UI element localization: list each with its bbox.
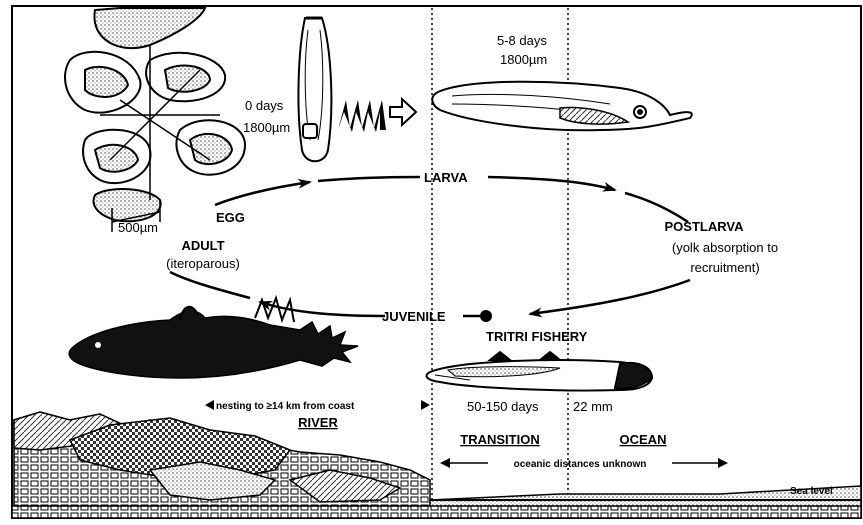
hatchling-illustration [298,18,331,161]
adult-fish-illustration [69,298,358,378]
oceanic-distance-label: oceanic distances unknown [514,459,647,470]
egg-to-larva-arrow [215,182,310,205]
juvenile-size-label: 22 mm [573,399,613,414]
larva-label: LARVA [424,170,468,185]
ocean-label: OCEAN [620,432,667,447]
larva-age-label: 5-8 days [497,33,547,48]
postlarva-note-line-2: recruitment) [690,260,759,275]
fishery-label: TRITRI FISHERY [486,329,588,344]
egg-label: EGG [216,210,245,225]
larva-illustration [432,82,692,131]
larva-to-postlarva-arrow [488,177,615,190]
hatch-size-label: 1800µm [243,120,290,135]
postlarva-to-juvenile-arrow [530,280,690,314]
egg-cluster-illustration [65,8,245,221]
postlarva-label: POSTLARVA [665,219,745,234]
larva-size-label: 1800µm [500,52,547,67]
juvenile-fish-illustration [427,352,652,391]
adult-note: (iteroparous) [166,256,240,271]
adult-label: ADULT [181,238,224,253]
transition-label: TRANSITION [460,432,539,447]
sea-level-label: Sea level [790,486,833,497]
egg-scale-label: 500µm [118,220,158,235]
juvenile-age-label: 50-150 days [467,399,539,414]
terrain-cross-section [14,412,861,510]
juvenile-node [480,310,492,322]
seabed-band [12,506,861,518]
larva-left-arc [318,177,420,181]
postlarva-note-line-1: (yolk absorption to [672,240,778,255]
growth-zigzag-icon [338,100,386,132]
nesting-label: nesting to ≥14 km from coast [216,401,355,412]
postlarva-arc [625,193,688,222]
juvenile-label: JUVENILE [382,309,446,324]
river-label: RIVER [298,415,338,430]
hatch-age-label: 0 days [245,98,284,113]
adult-arc [170,272,250,298]
development-arrow-icon [390,99,416,125]
